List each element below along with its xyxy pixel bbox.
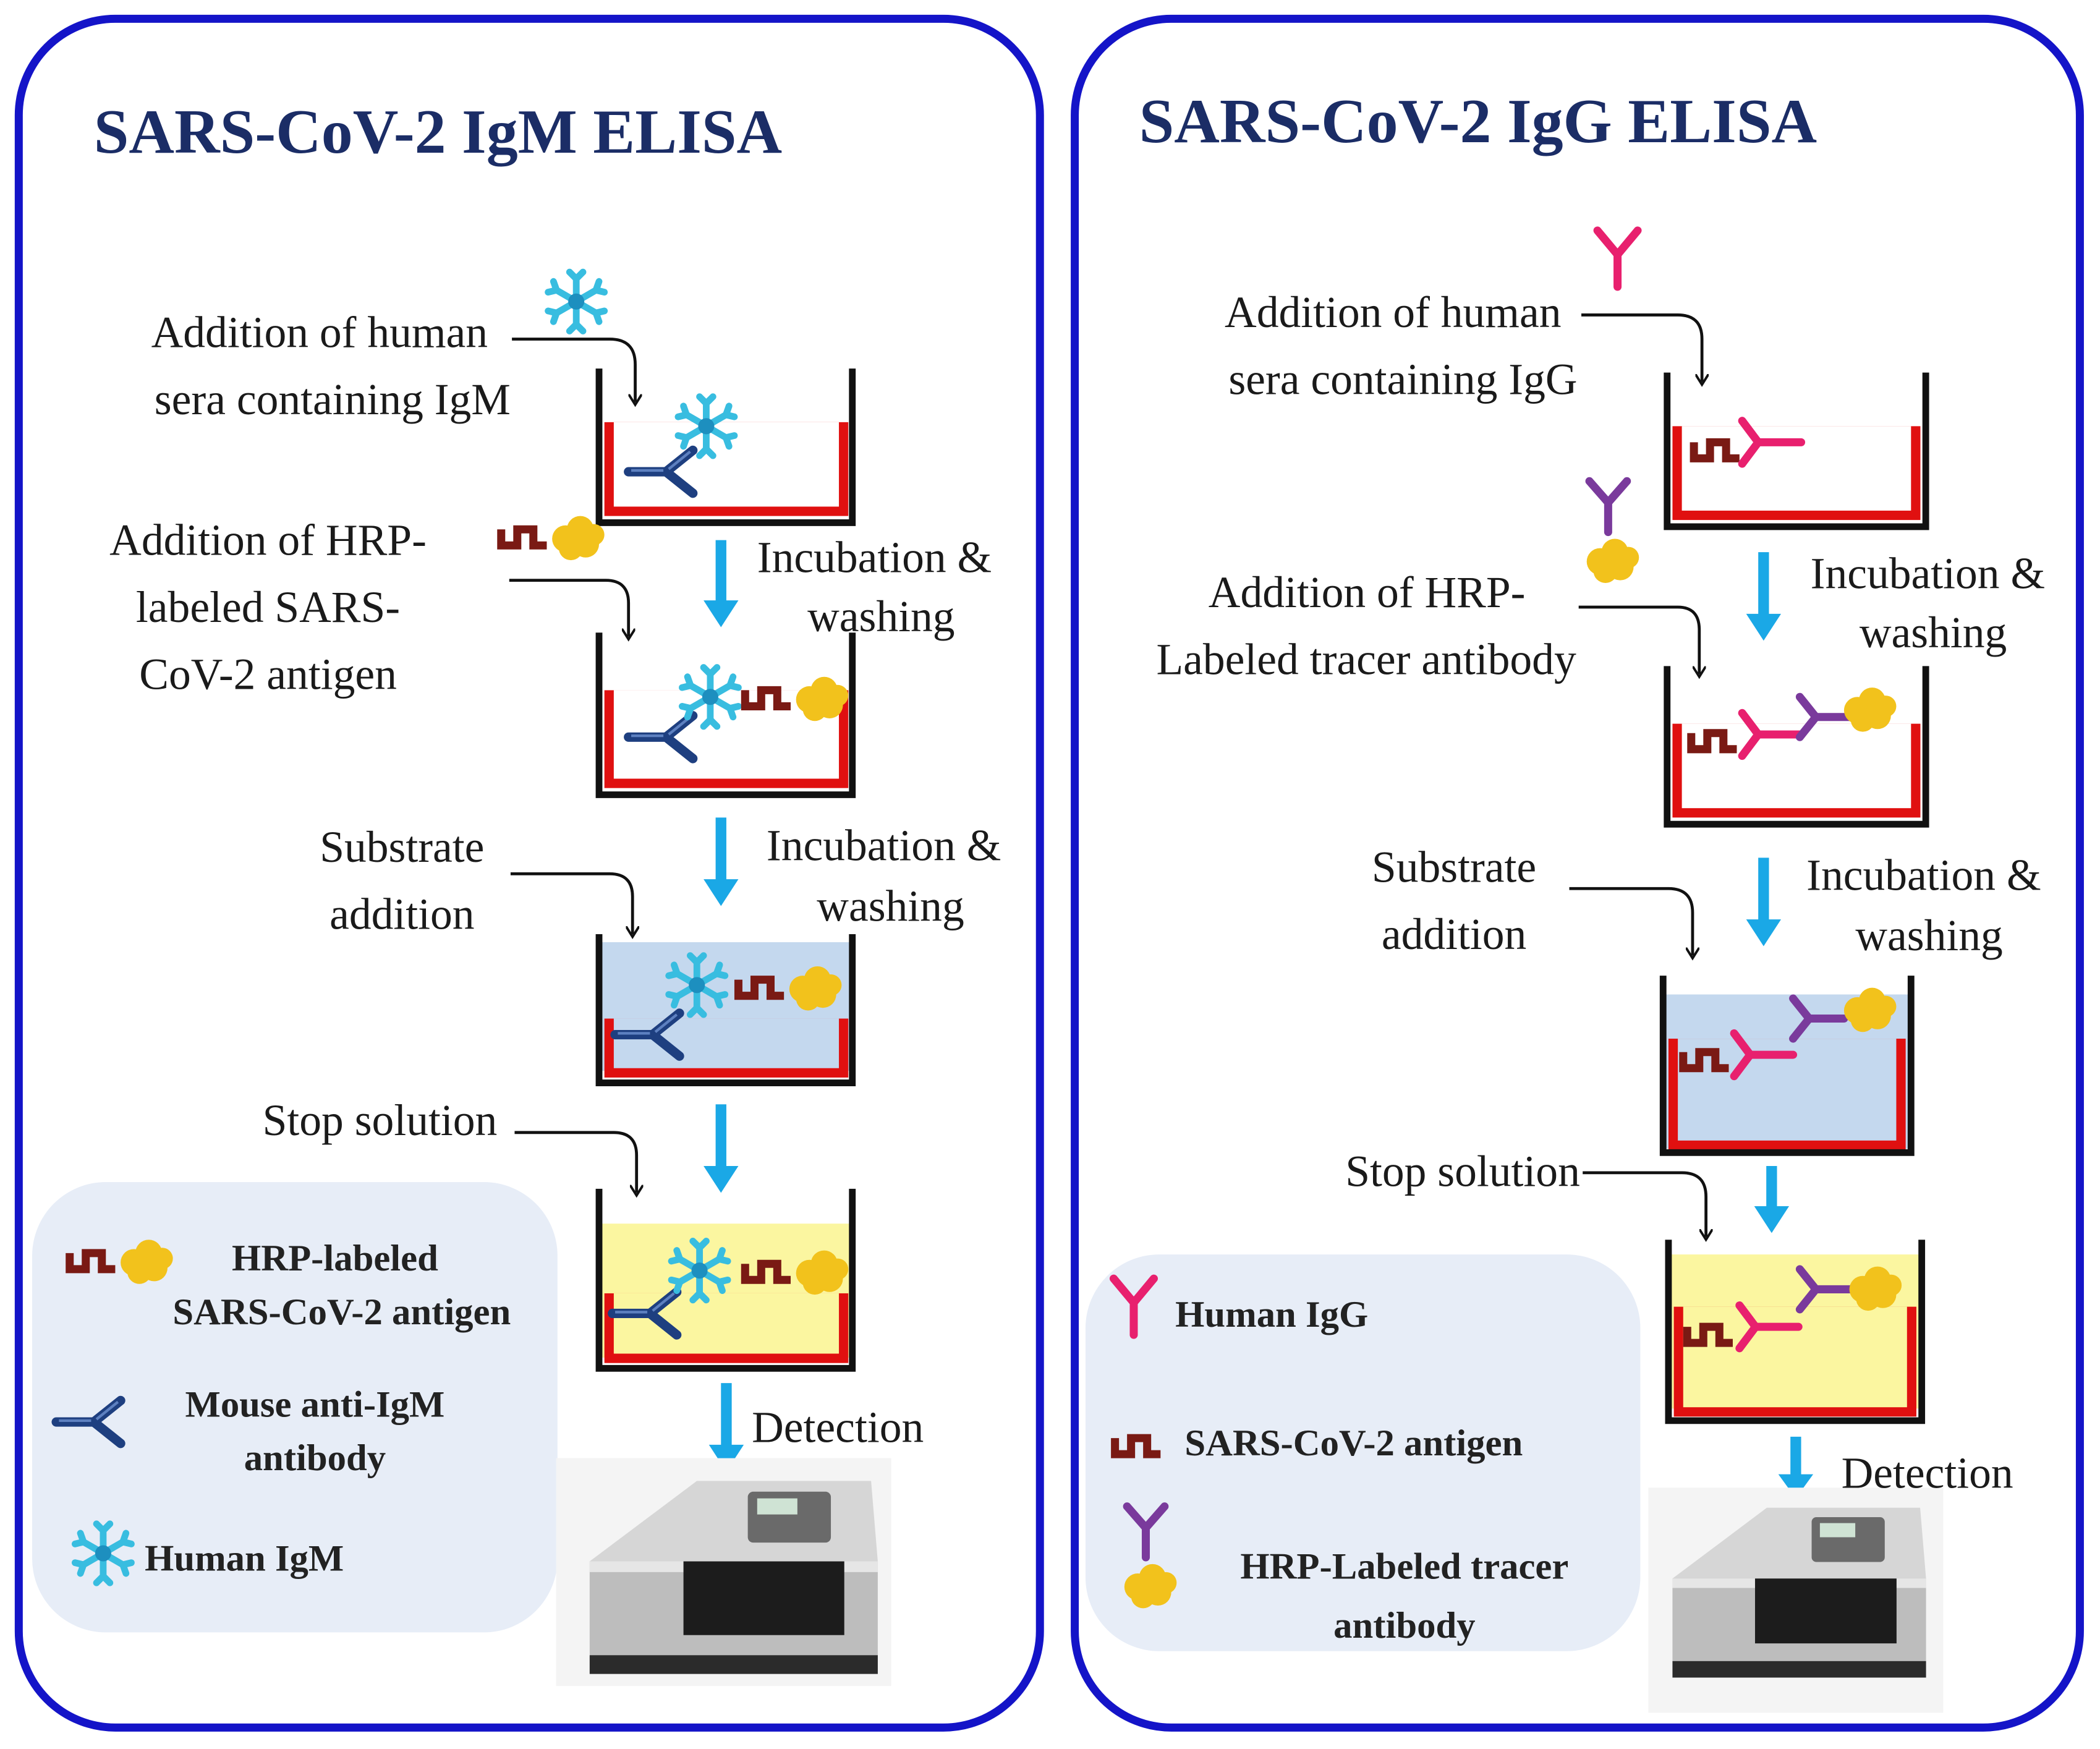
igm-step-substrate-line2: addition bbox=[329, 891, 475, 940]
igm-legend-box bbox=[32, 1182, 558, 1633]
igm-legend-human-igm: Human IgM bbox=[145, 1538, 344, 1580]
igg-step-stop: Stop solution bbox=[1345, 1148, 1580, 1197]
igm-plate-reader bbox=[556, 1458, 891, 1687]
igg-incubation-2-line1: Incubation & bbox=[1806, 852, 2041, 901]
igg-step-hrp-line2: Labeled tracer antibody bbox=[1156, 636, 1576, 685]
igm-step1-igm-icon bbox=[548, 272, 605, 331]
igm-step-sera-line1: Addition of human bbox=[151, 309, 488, 358]
igg-step-hrp-line1: Addition of HRP- bbox=[1208, 569, 1526, 618]
igm-title: SARS-CoV-2 IgM ELISA bbox=[93, 98, 783, 168]
igg-title: SARS-CoV-2 IgG ELISA bbox=[1139, 87, 1817, 157]
igg-legend-human-igg: Human IgG bbox=[1175, 1295, 1369, 1337]
igg-well-4 bbox=[1665, 1240, 1926, 1424]
igm-flow-arrows bbox=[704, 540, 744, 1472]
igm-step-hrp-line2: labeled SARS- bbox=[135, 584, 401, 633]
igg-legend-tracer-line2: antibody bbox=[1333, 1606, 1476, 1648]
igg-step1-human-igg-icon bbox=[1597, 231, 1638, 287]
igm-legend-hrp-antigen-line1: HRP-labeled bbox=[232, 1238, 438, 1280]
igg-legend-antigen: SARS-CoV-2 antigen bbox=[1184, 1423, 1523, 1465]
igm-step-substrate-line1: Substrate bbox=[320, 824, 485, 873]
igm-well-4 bbox=[595, 1188, 856, 1372]
igm-incubation-2-line2: washing bbox=[817, 883, 964, 932]
igg-leader-arrows bbox=[1569, 313, 1706, 1236]
igm-step-hrp-line1: Addition of HRP- bbox=[109, 517, 427, 566]
igm-legend-anti-igm-line1: Mouse anti-IgM bbox=[185, 1384, 445, 1426]
igg-step-sera-line1: Addition of human bbox=[1225, 289, 1562, 338]
igm-step2-hrp-antigen-icon bbox=[501, 516, 605, 561]
igm-detection: Detection bbox=[752, 1404, 924, 1453]
igg-plate-reader bbox=[1648, 1487, 1944, 1713]
igg-well-3 bbox=[1659, 976, 1915, 1156]
igm-panel bbox=[14, 14, 1044, 1732]
igg-detection: Detection bbox=[1841, 1450, 2013, 1499]
igm-well-2 bbox=[595, 632, 856, 798]
igm-step-sera-line2: sera containing IgM bbox=[154, 377, 511, 425]
igm-incubation-1-line2: washing bbox=[807, 594, 955, 642]
igg-flow-arrows bbox=[1746, 552, 1814, 1499]
igg-incubation-1-line2: washing bbox=[1859, 610, 2007, 658]
igg-panel bbox=[1071, 14, 2084, 1732]
igm-incubation-2-line1: Incubation & bbox=[766, 823, 1001, 872]
igm-legend-anti-igm-line2: antibody bbox=[244, 1438, 386, 1480]
igg-incubation-1-line1: Incubation & bbox=[1810, 550, 2046, 600]
igg-well-1 bbox=[1664, 372, 1929, 530]
igm-legend-hrp-antigen-line2: SARS-CoV-2 antigen bbox=[172, 1292, 511, 1334]
igg-step-substrate-line1: Substrate bbox=[1371, 844, 1537, 893]
igg-step-substrate-line2: addition bbox=[1381, 911, 1527, 960]
igm-step-hrp-line3: CoV-2 antigen bbox=[139, 651, 397, 700]
igg-legend-tracer-line1: HRP-Labeled tracer bbox=[1240, 1546, 1569, 1588]
igm-step-stop: Stop solution bbox=[262, 1097, 498, 1146]
igg-incubation-2-line2: washing bbox=[1855, 913, 2003, 961]
igg-well-2 bbox=[1664, 666, 1929, 828]
igm-incubation-1-line1: Incubation & bbox=[757, 534, 992, 583]
igm-well-3 bbox=[595, 934, 856, 1087]
igg-step-sera-line2: sera containing IgG bbox=[1228, 356, 1578, 405]
igm-leader-arrows bbox=[509, 338, 637, 1193]
igm-well-1 bbox=[595, 368, 856, 526]
igg-legend-box bbox=[1085, 1254, 1641, 1651]
